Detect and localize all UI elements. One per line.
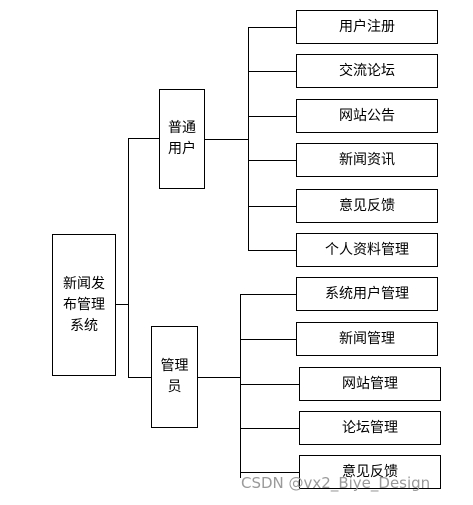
connector-user-to-trunk (204, 139, 249, 140)
branch-node-admin: 管理 员 (151, 326, 198, 428)
leaf-node-site-management: 网站管理 (299, 367, 441, 401)
connector-user-trunk (248, 27, 249, 251)
leaf-node-news-info: 新闻资讯 (296, 143, 438, 177)
leaf-node-news-management: 新闻管理 (296, 322, 438, 356)
connector-user-child-2 (248, 71, 297, 72)
root-node-line-1: 新闻发 (63, 275, 105, 292)
root-node-line-3: 系统 (70, 317, 98, 334)
leaf-node-label: 新闻管理 (339, 330, 395, 347)
branch-node-admin-line-2: 员 (167, 379, 182, 395)
leaf-node-label: 新闻资讯 (339, 151, 395, 168)
connector-user-child-4 (248, 160, 297, 161)
leaf-node-label: 个人资料管理 (325, 241, 409, 258)
leaf-node-site-announcement: 网站公告 (296, 99, 438, 133)
connector-admin-child-2 (240, 339, 297, 340)
connector-admin-trunk (240, 294, 241, 478)
connector-trunk-to-user (128, 138, 160, 139)
leaf-node-label: 意见反馈 (342, 463, 398, 480)
connector-main-trunk (128, 138, 129, 378)
root-node: 新闻发 布管理 系统 (52, 234, 116, 376)
leaf-node-profile-management: 个人资料管理 (296, 233, 438, 267)
leaf-node-label: 交流论坛 (339, 62, 395, 79)
root-node-line-2: 布管理 (63, 296, 105, 313)
leaf-node-forum-management: 论坛管理 (299, 411, 441, 445)
connector-root-to-trunk (115, 304, 129, 305)
leaf-node-label: 网站管理 (342, 375, 398, 392)
leaf-node-label: 网站公告 (339, 107, 395, 124)
connector-admin-child-5 (240, 472, 300, 473)
connector-admin-child-1 (240, 294, 297, 295)
leaf-node-forum: 交流论坛 (296, 54, 438, 88)
leaf-node-label: 意见反馈 (339, 197, 395, 214)
watermark: CSDN @vx2_Biye_Design (241, 474, 431, 492)
branch-node-normal-user-line-2: 用户 (168, 141, 196, 157)
connector-user-child-1 (248, 27, 297, 28)
leaf-node-user-register: 用户注册 (296, 10, 438, 44)
branch-node-admin-line-1: 管理 (160, 358, 189, 374)
leaf-node-label: 系统用户管理 (325, 285, 409, 302)
leaf-node-label: 论坛管理 (342, 419, 398, 436)
connector-admin-child-4 (240, 428, 300, 429)
connector-admin-to-trunk (197, 377, 241, 378)
connector-user-child-5 (248, 206, 297, 207)
leaf-node-feedback-admin: 意见反馈 (299, 455, 441, 489)
branch-node-normal-user: 普通 用户 (159, 89, 205, 189)
leaf-node-system-user-management: 系统用户管理 (296, 277, 438, 311)
connector-user-child-6 (248, 250, 297, 251)
leaf-node-feedback-user: 意见反馈 (296, 189, 438, 223)
connector-admin-child-3 (240, 384, 300, 385)
connector-trunk-to-admin (128, 377, 152, 378)
leaf-node-label: 用户注册 (339, 18, 395, 35)
connector-user-child-3 (248, 116, 297, 117)
branch-node-normal-user-line-1: 普通 (168, 120, 196, 136)
